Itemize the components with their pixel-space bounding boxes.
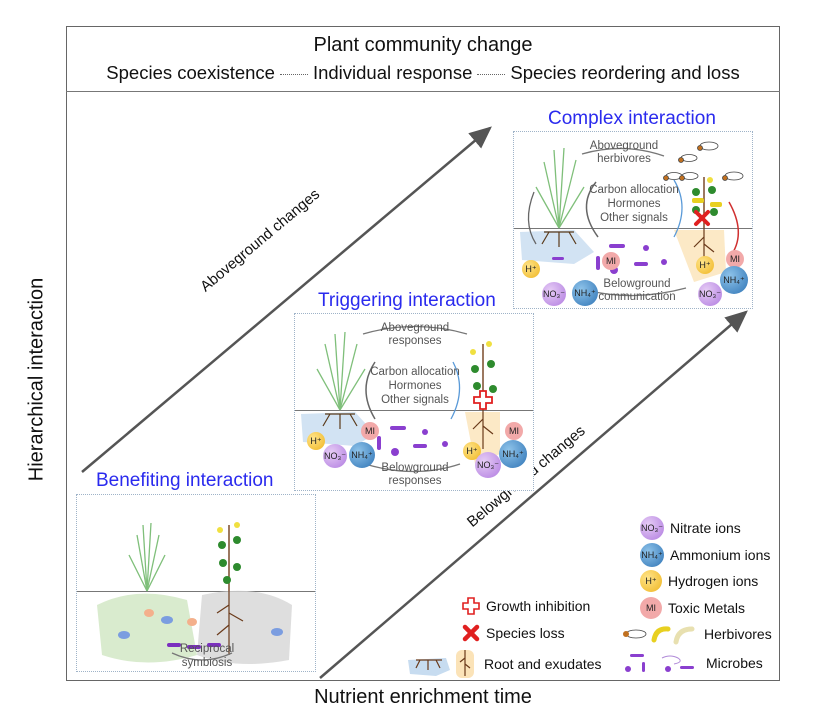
x-axis-label: Nutrient enrichment time [314, 686, 532, 708]
belowground-arrow [319, 310, 748, 679]
complex-above-label-2: herbivores [597, 153, 651, 165]
soil-line [77, 591, 315, 592]
microbe-icon [625, 654, 694, 672]
complex-above-label-1: Aboveground [589, 140, 659, 152]
header-divider [66, 91, 780, 92]
species-loss-x-icon [462, 624, 480, 642]
ammonium-ion-icon: NH₄⁺ [572, 280, 598, 306]
ammonium-ion-icon: NH₄⁺ [640, 543, 664, 567]
toxic-metal-icon: MI [602, 252, 620, 270]
aboveground-arrow [81, 126, 492, 473]
hydrogen-ion-icon: H⁺ [696, 256, 714, 274]
species-loss-x-icon [694, 210, 710, 226]
legend-label: Toxic Metals [668, 600, 746, 616]
triggering-above-label-2: responses [388, 335, 442, 347]
benefiting-title: Benefiting interaction [96, 470, 274, 491]
legend-label: Hydrogen ions [668, 573, 759, 589]
toxic-metal-icon: MI [361, 422, 379, 440]
nitrate-ion-icon: NO₃⁻ [323, 444, 347, 468]
nitrate-ion-icon: NO₃⁻ [475, 452, 501, 478]
complex-below-label-2: communication [598, 291, 676, 303]
microbe-icon [377, 426, 448, 456]
ammonium-ion-icon: NH₄⁺ [720, 266, 748, 294]
legend-label: Species loss [486, 625, 565, 641]
legend-item-nitrate: NO₃⁻ Nitrate ions [640, 516, 741, 540]
soil-line [514, 228, 752, 229]
legume-plant-icon [216, 522, 244, 655]
stage-individual-response: Individual response [312, 62, 473, 83]
stage-reordering-loss: Species reordering and loss [510, 62, 740, 83]
stage-coexistence: Species coexistence [106, 62, 275, 83]
herbivore-icon [623, 626, 695, 645]
legend-item-hydrogen: H⁺ Hydrogen ions [640, 570, 758, 592]
header-stages: Species coexistence Individual response Sp… [66, 62, 780, 84]
growth-inhibition-cross-icon [462, 597, 480, 615]
microbe-icon [118, 609, 283, 649]
legend-item-root-exudates: Root and exudates [406, 650, 602, 678]
complex-panel: Aboveground herbivores Carbon allocation… [513, 131, 753, 309]
dotted-connector [279, 73, 308, 75]
legend-item-species-loss: Species loss [462, 624, 565, 642]
dotted-connector [477, 73, 506, 75]
legend-item-toxic-metals: MI Toxic Metals [640, 597, 745, 619]
grass-icon [316, 331, 366, 411]
soil-line [295, 410, 533, 411]
complex-signal-label-1: Carbon allocation [589, 184, 679, 196]
grass-icon [535, 147, 585, 229]
hydrogen-ion-icon: H⁺ [522, 260, 540, 278]
legend-label: Root and exudates [484, 656, 602, 672]
complex-signal-label-2: Hormones [607, 198, 661, 210]
legend-label: Growth inhibition [486, 598, 591, 614]
toxic-metal-icon: MI [640, 597, 662, 619]
triggering-below-label-2: responses [388, 475, 442, 487]
root-exudate-icon [408, 650, 474, 678]
legend-label: Herbivores [704, 626, 772, 642]
benefiting-illustration [97, 522, 292, 664]
toxic-metal-icon: MI [726, 250, 744, 268]
legend-item-growth-inhibition: Growth inhibition [462, 597, 590, 615]
benefiting-panel: Reciprocal symbiosis [76, 494, 316, 672]
triggering-panel: Aboveground responses Carbon allocation … [294, 313, 534, 491]
nitrate-ion-icon: NO₃⁻ [698, 282, 722, 306]
triggering-signal-label-2: Hormones [388, 380, 442, 392]
nitrate-ion-icon: NO₃⁻ [640, 516, 664, 540]
diagram-frame [66, 26, 780, 681]
hydrogen-ion-icon: H⁺ [640, 570, 662, 592]
triggering-signal-label-3: Other signals [381, 394, 449, 406]
legend-label: Microbes [706, 655, 763, 671]
triggering-above-label-1: Aboveground [380, 322, 450, 334]
benefiting-label-1: Reciprocal [179, 643, 235, 655]
complex-title: Complex interaction [548, 108, 716, 129]
triggering-signal-label-1: Carbon allocation [370, 366, 460, 378]
complex-signal-label-3: Other signals [600, 212, 668, 224]
nitrate-ion-icon: NO₃⁻ [542, 282, 566, 306]
legend-item-ammonium: NH₄⁺ Ammonium ions [640, 543, 770, 567]
ammonium-ion-icon: NH₄⁺ [349, 442, 375, 468]
legend-item-herbivores: Herbivores [620, 624, 772, 645]
legend-item-microbes: Microbes [622, 652, 763, 674]
ammonium-ion-icon: NH₄⁺ [499, 440, 527, 468]
growth-inhibition-cross-icon [473, 390, 493, 410]
header-title: Plant community change [313, 34, 533, 56]
complex-below-label-1: Belowground [603, 278, 671, 290]
legend-label: Nitrate ions [670, 520, 741, 536]
hydrogen-ion-icon: H⁺ [463, 442, 481, 460]
hydrogen-ion-icon: H⁺ [307, 432, 325, 450]
toxic-metal-icon: MI [505, 422, 523, 440]
legend-label: Ammonium ions [670, 547, 771, 563]
benefiting-label-2: symbiosis [181, 657, 233, 669]
herbivore-icon [663, 141, 744, 181]
grass-icon [128, 522, 166, 592]
triggering-below-label-1: Belowground [381, 462, 449, 474]
triggering-title: Triggering interaction [318, 290, 496, 311]
